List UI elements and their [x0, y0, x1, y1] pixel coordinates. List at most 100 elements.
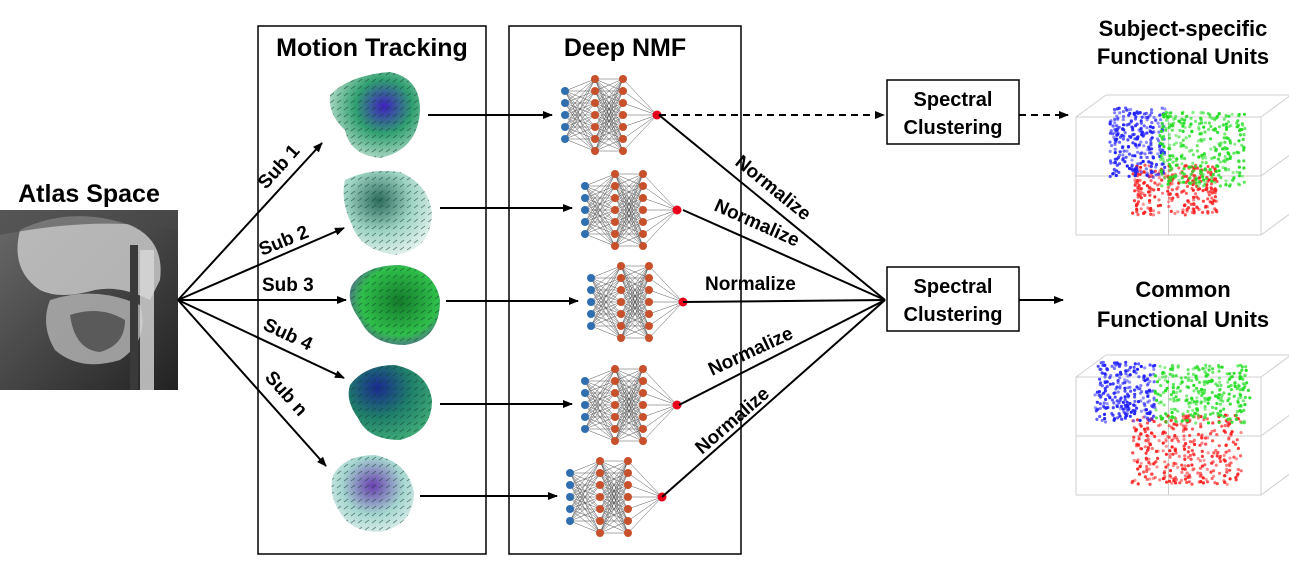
cluster-point [1217, 380, 1222, 384]
cluster-point [1199, 400, 1203, 404]
cluster-point [1199, 401, 1203, 405]
cluster-point [1229, 124, 1233, 128]
cluster-point [1158, 113, 1163, 117]
cluster-point [1143, 475, 1147, 479]
cluster-point [1103, 420, 1108, 424]
cluster-point [1235, 473, 1240, 477]
cluster-point [1232, 371, 1236, 375]
cluster-point [1211, 439, 1215, 443]
network-edge [590, 265, 622, 291]
cluster-point [1151, 209, 1155, 213]
cluster-point [1237, 114, 1241, 118]
cluster-point [1203, 405, 1207, 409]
cluster-point [1240, 143, 1244, 147]
network-edge [614, 428, 644, 442]
cluster-point [1109, 373, 1113, 378]
hidden-neuron [611, 218, 619, 226]
cluster-point [1237, 151, 1241, 155]
cluster-point [1200, 121, 1204, 125]
cluster-point [1196, 471, 1200, 475]
cluster-point [1184, 414, 1188, 418]
cluster-point [1218, 184, 1222, 188]
cluster-point [1213, 145, 1217, 149]
cluster-point [1172, 396, 1176, 401]
cluster-point [1176, 195, 1180, 199]
cluster-point [1168, 455, 1172, 459]
cluster-point [1185, 397, 1189, 401]
cluster-point [1211, 460, 1215, 464]
cluster-point [1182, 437, 1186, 441]
cluster-point [1177, 454, 1181, 458]
cluster-point [1113, 111, 1117, 115]
cluster-point [1190, 463, 1194, 467]
cluster-point [1182, 424, 1186, 428]
cluster-point [1225, 413, 1229, 417]
cluster-point [1125, 379, 1129, 383]
cluster-point [1171, 368, 1175, 372]
cluster-point [1181, 110, 1185, 114]
cluster-point [1157, 198, 1161, 202]
cluster-point [1160, 106, 1164, 110]
cluster-point [1153, 434, 1157, 439]
cluster-point [1158, 148, 1162, 152]
cluster-point [1162, 176, 1166, 180]
normalize-label-3: Normalize [705, 274, 796, 295]
cluster-point [1225, 467, 1229, 471]
cluster-point [1242, 148, 1246, 152]
cluster-point [1124, 369, 1128, 373]
cluster-point [1185, 184, 1190, 188]
input-neuron [566, 517, 574, 525]
cluster-point [1118, 407, 1122, 411]
network-edge [642, 368, 678, 406]
network-edge [599, 460, 629, 534]
cluster-point [1121, 137, 1125, 141]
cluster-point [1186, 372, 1190, 376]
cluster-point [1238, 127, 1242, 132]
cluster-point [1245, 381, 1249, 385]
hidden-neuron [624, 481, 632, 489]
cluster-point [1197, 155, 1201, 159]
cluster-point [1149, 410, 1153, 414]
cluster-point [1139, 170, 1143, 174]
hidden-neuron [611, 389, 619, 397]
cluster-point [1199, 111, 1203, 115]
cluster-point [1123, 160, 1127, 164]
cluster-point [1171, 452, 1175, 456]
cluster-point [1139, 364, 1143, 369]
cluster-point [1197, 480, 1201, 484]
network-edge [622, 78, 658, 116]
cluster-point [1189, 165, 1193, 169]
network-edge [594, 90, 624, 152]
cluster-point [1187, 445, 1191, 449]
cluster-point [1163, 112, 1167, 116]
cluster-point [1170, 364, 1175, 368]
cluster-point [1152, 414, 1156, 418]
cluster-point [1158, 423, 1162, 427]
cluster-point [1177, 398, 1181, 402]
cluster-point [1214, 394, 1218, 398]
cluster-point [1146, 382, 1150, 386]
network-edge [622, 114, 658, 128]
cluster-point [1139, 119, 1143, 123]
cluster-point [1134, 172, 1138, 176]
common-title-line1: Common [1135, 277, 1230, 302]
network-edge [584, 209, 616, 235]
cluster-point [1230, 112, 1234, 116]
cluster-point [1179, 376, 1183, 380]
cluster-point [1168, 469, 1173, 473]
cluster-point [1211, 405, 1215, 409]
cluster-point [1118, 150, 1122, 154]
cluster-point [1186, 409, 1190, 413]
cluster-point [1147, 190, 1151, 194]
hidden-neuron [619, 111, 627, 119]
cluster-point [1167, 479, 1172, 483]
cluster-point [1148, 443, 1152, 447]
network-edge [620, 289, 650, 339]
hidden-neuron [639, 437, 647, 445]
cluster-point [1204, 156, 1208, 160]
subject-label-4: Sub 4 [260, 314, 316, 355]
cluster-point [1124, 372, 1128, 376]
cluster-point [1223, 474, 1227, 478]
cluster-point [1149, 206, 1153, 211]
cluster-point [1192, 195, 1196, 199]
